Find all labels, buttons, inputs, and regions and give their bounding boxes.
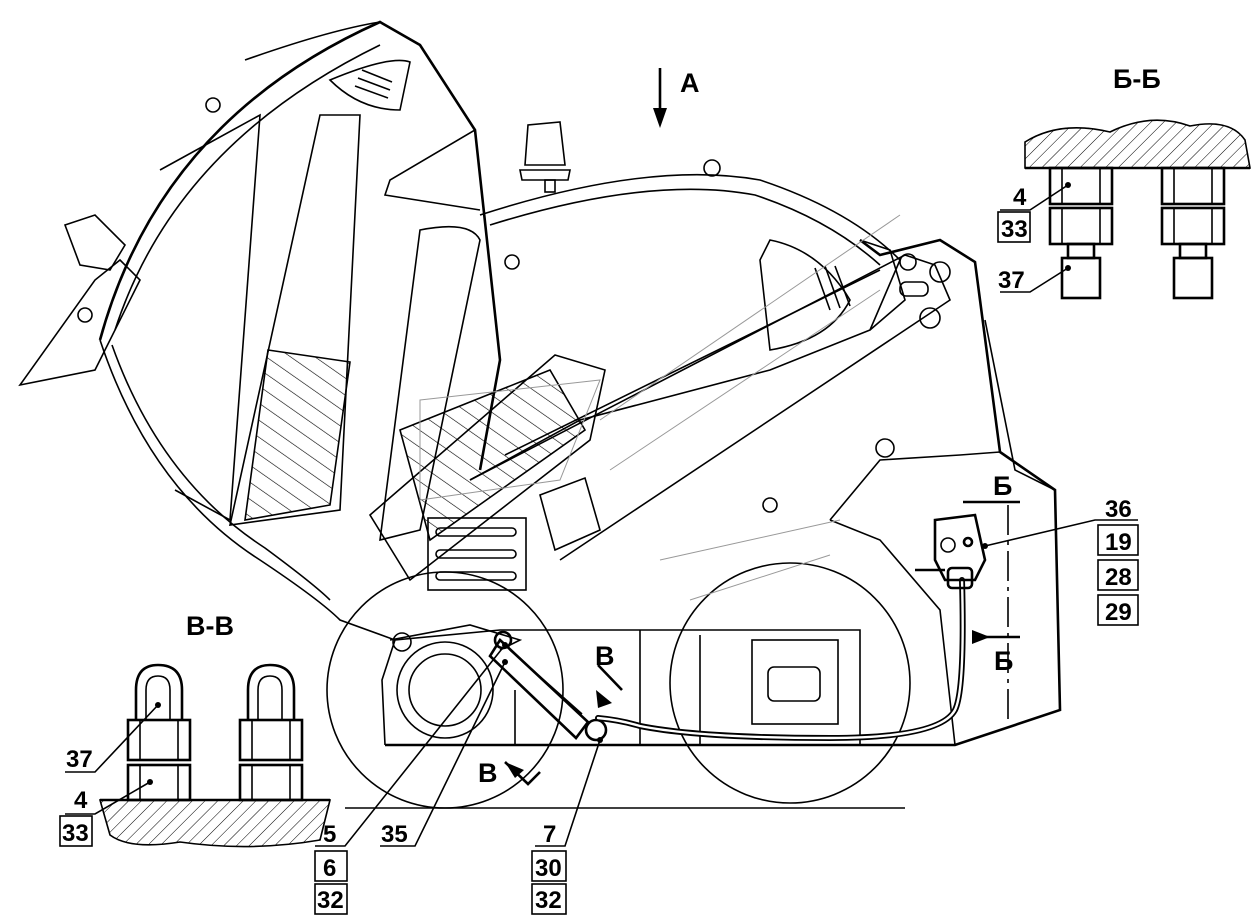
section-v-mark-top: В xyxy=(595,641,615,671)
callout-5: 5 xyxy=(323,821,336,848)
front-wheel xyxy=(326,571,564,809)
callout-28: 28 xyxy=(1105,564,1132,591)
section-b-detail xyxy=(1000,119,1251,300)
loader-side-view xyxy=(18,20,1062,809)
callout-group-36 xyxy=(982,519,1139,626)
section-b-mark-top: Б xyxy=(993,471,1012,501)
section-b-title: Б-Б xyxy=(1113,64,1161,94)
section-v-detail xyxy=(65,663,332,848)
callout-6: 6 xyxy=(323,855,336,882)
callout-19: 19 xyxy=(1105,529,1132,556)
section-v-mark-bottom: В xyxy=(478,758,498,788)
beacon-lamp xyxy=(524,121,566,166)
section-b-label-33: 33 xyxy=(1001,216,1028,243)
callout-32-a: 32 xyxy=(317,887,344,914)
view-a-label: А xyxy=(680,68,700,98)
callout-29: 29 xyxy=(1105,599,1132,626)
callout-32-b: 32 xyxy=(535,887,562,914)
engine-hood xyxy=(469,173,901,481)
callout-group-5 xyxy=(314,642,508,915)
section-v-label-33: 33 xyxy=(62,820,89,847)
valve-bracket xyxy=(915,513,987,590)
hydraulic-cylinder xyxy=(488,630,608,742)
section-v-title: В-В xyxy=(186,611,234,641)
section-v-label-37: 37 xyxy=(66,746,93,773)
callout-group-7 xyxy=(531,737,603,915)
callout-7: 7 xyxy=(543,821,556,848)
rear-wheel xyxy=(669,562,911,804)
section-b-label-4: 4 xyxy=(1013,184,1027,211)
door-grille xyxy=(244,349,351,521)
section-v-label-33-box xyxy=(59,815,93,847)
section-b-label-37: 37 xyxy=(998,267,1025,294)
section-b-label-33-box xyxy=(997,211,1031,243)
section-b-mark-bottom: Б xyxy=(994,646,1013,676)
callout-35: 35 xyxy=(381,821,408,848)
section-v-label-4: 4 xyxy=(74,787,88,814)
arm-grille xyxy=(399,369,587,542)
callout-30: 30 xyxy=(535,855,562,882)
handrail xyxy=(18,258,141,387)
callout-36: 36 xyxy=(1105,496,1132,523)
